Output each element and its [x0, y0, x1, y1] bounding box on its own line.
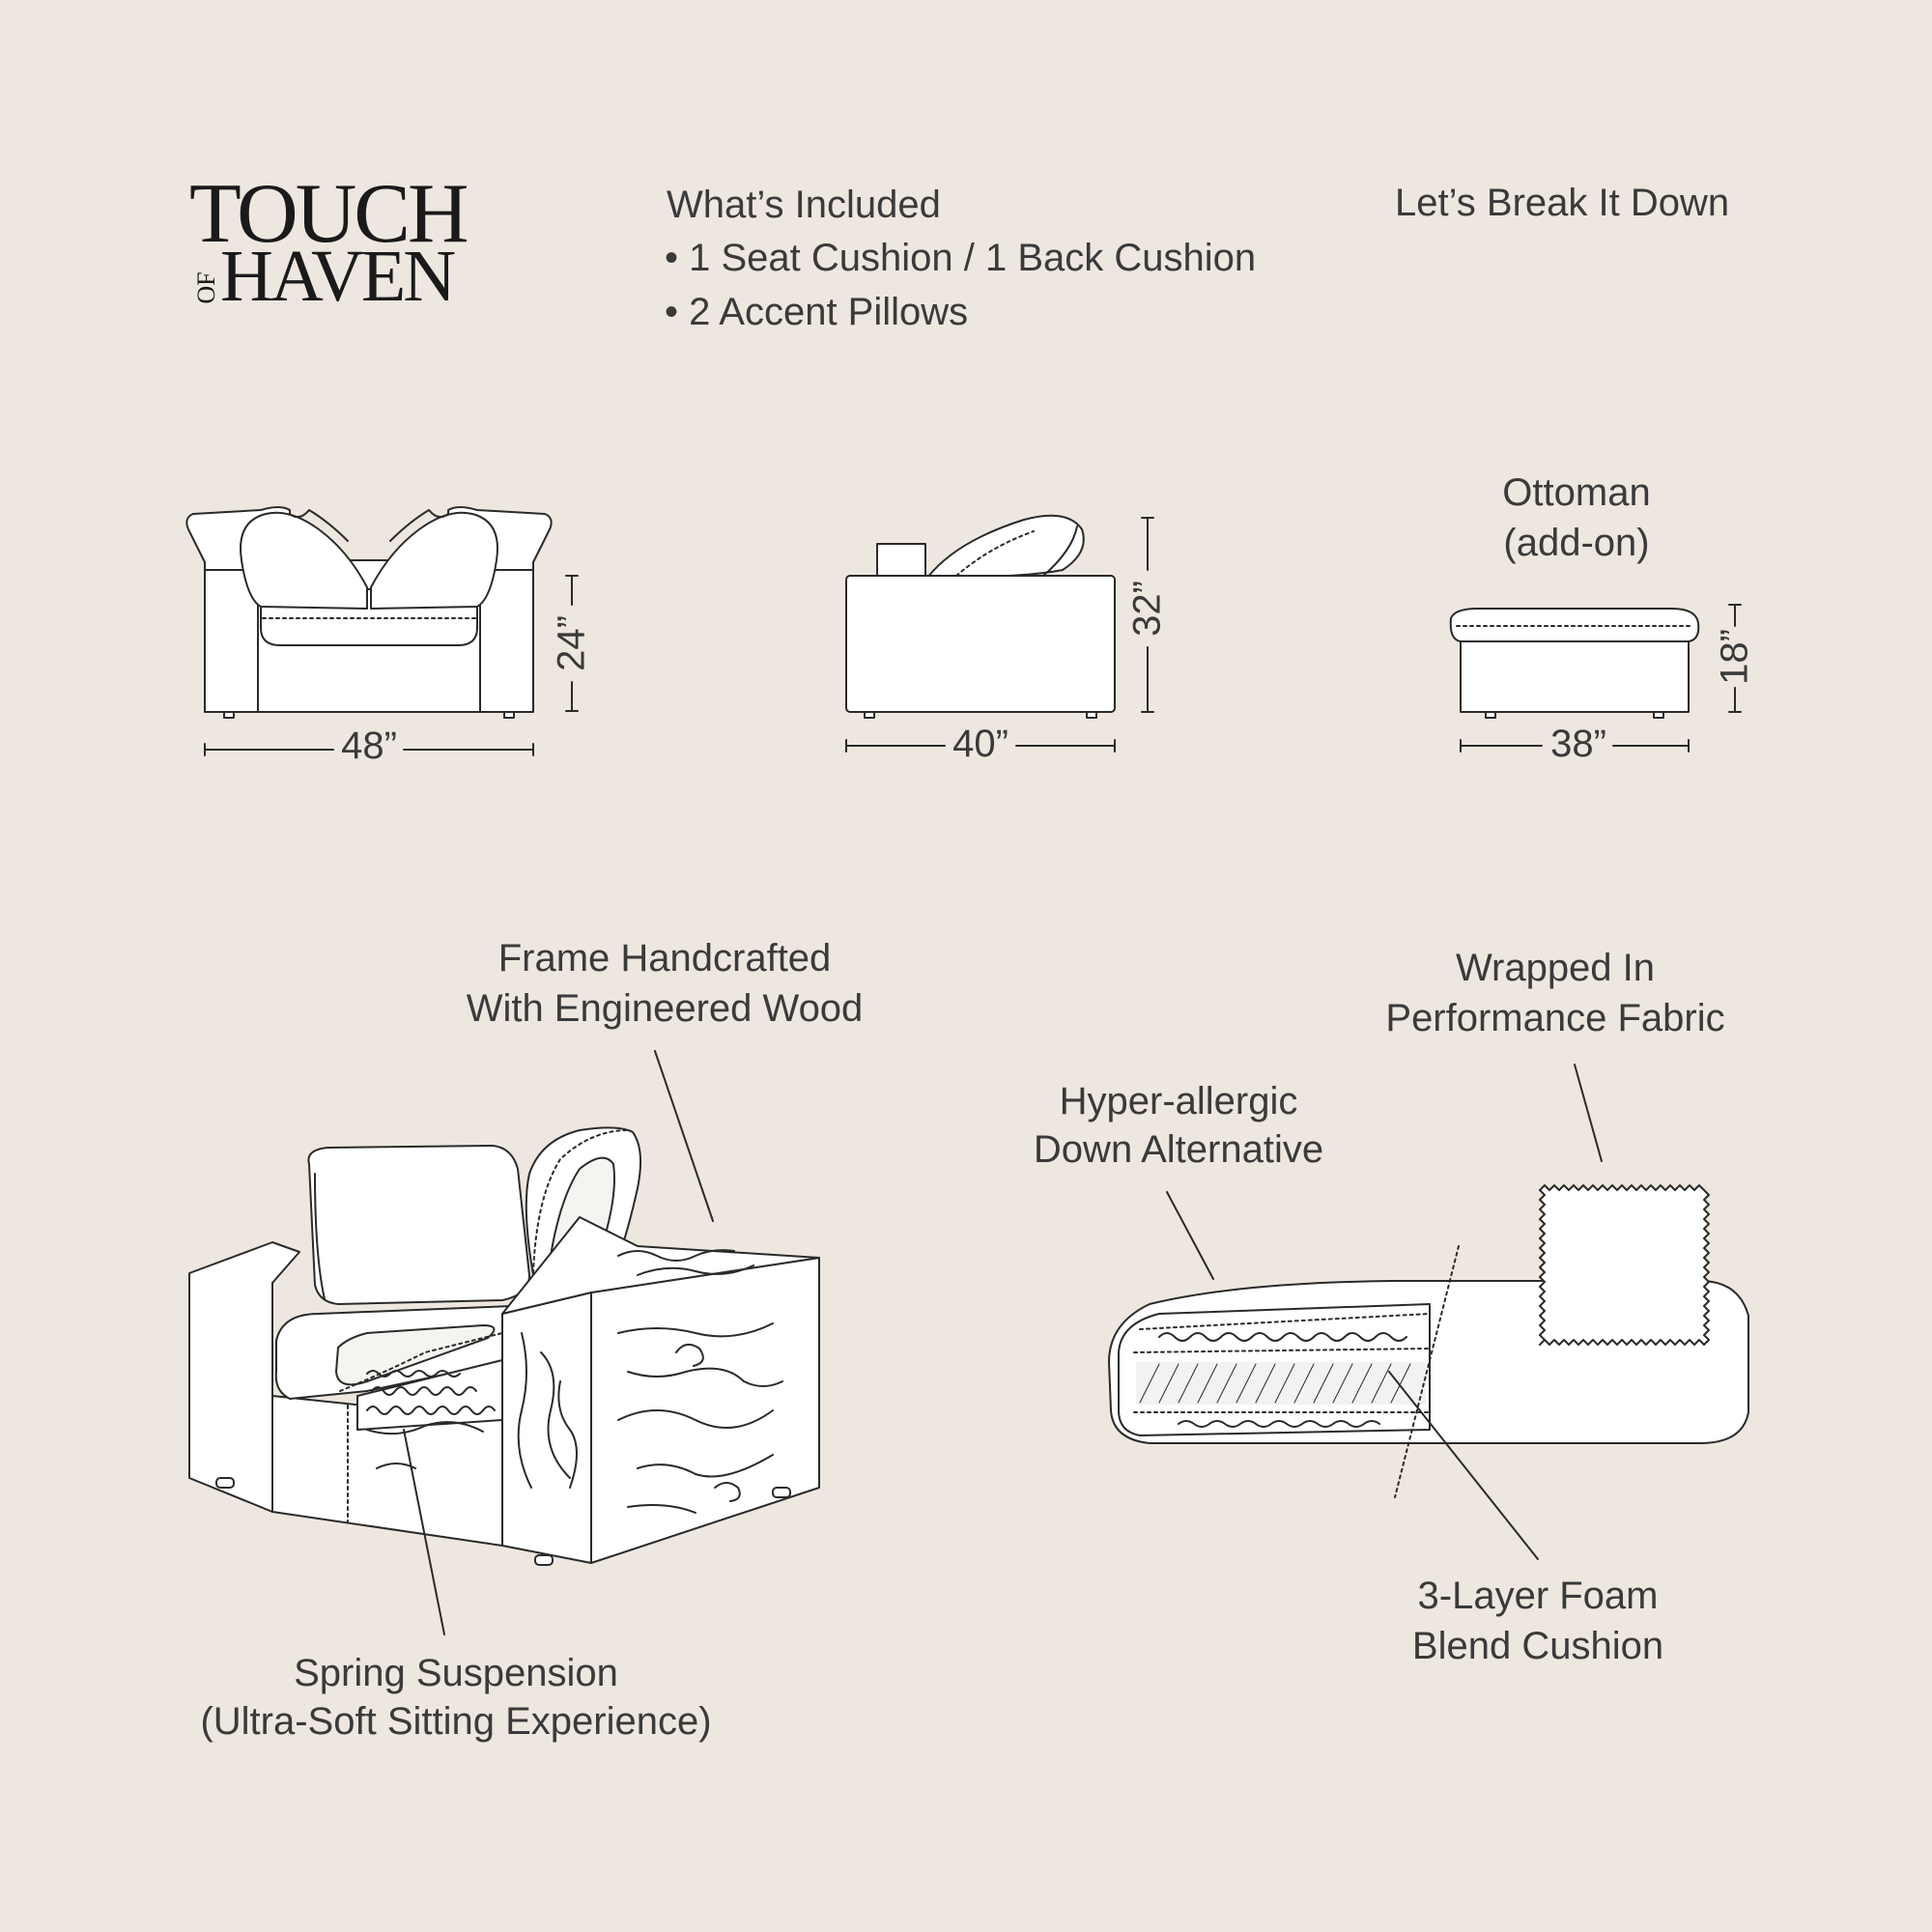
side-depth-dimension-line	[845, 739, 1116, 753]
ottoman-height-dimension-line	[1728, 604, 1742, 713]
ottoman-width-label: 38”	[1550, 723, 1606, 765]
cutaway-chair	[188, 1126, 820, 1566]
front-width-label: 48”	[341, 724, 397, 767]
front-view-chair	[185, 506, 553, 719]
ottoman-subtitle: (add-on)	[1503, 522, 1650, 564]
included-item: • 1 Seat Cushion / 1 Back Cushion	[665, 237, 1257, 279]
ottoman-title: Ottoman	[1502, 471, 1651, 514]
foam-callout-line1: 3-Layer Foam	[1417, 1575, 1659, 1617]
frame-callout-line2: With Engineered Wood	[466, 987, 864, 1030]
spring-callout-line2: (Ultra-Soft Sitting Experience)	[200, 1700, 712, 1743]
front-height-label: 24”	[550, 615, 593, 671]
brand-logo-of: OF	[192, 271, 220, 304]
side-height-label: 32”	[1125, 581, 1169, 637]
included-item: • 2 Accent Pillows	[665, 291, 969, 333]
fabric-callout-line1: Wrapped In	[1455, 947, 1656, 989]
frame-callout-line1: Frame Handcrafted	[497, 937, 832, 980]
ottoman-width-dimension-line	[1460, 739, 1690, 753]
ottoman	[1449, 608, 1700, 719]
brand-logo-line2: HAVEN	[220, 236, 456, 317]
fabric-callout-line2: Performance Fabric	[1385, 997, 1725, 1039]
spring-callout-line1: Spring Suspension	[294, 1652, 618, 1694]
ottoman-height-label: 18”	[1713, 629, 1756, 685]
front-height-dimension-line	[565, 575, 579, 712]
down-callout-line2: Down Alternative	[1033, 1128, 1324, 1171]
side-height-dimension-line	[1141, 517, 1154, 713]
side-depth-label: 40”	[952, 723, 1009, 765]
side-view-chair	[845, 514, 1116, 719]
foam-callout-line2: Blend Cushion	[1411, 1625, 1664, 1667]
breakdown-heading: Let’s Break It Down	[1395, 182, 1730, 224]
down-callout-line1: Hyper-allergic	[1059, 1080, 1298, 1122]
brand-logo-line1: TOUCH	[189, 167, 469, 261]
front-width-dimension-line	[204, 743, 534, 756]
included-heading: What’s Included	[667, 184, 941, 226]
cushion-cutaway	[1108, 1184, 1749, 1498]
leader-lines	[403, 1050, 1603, 1635]
